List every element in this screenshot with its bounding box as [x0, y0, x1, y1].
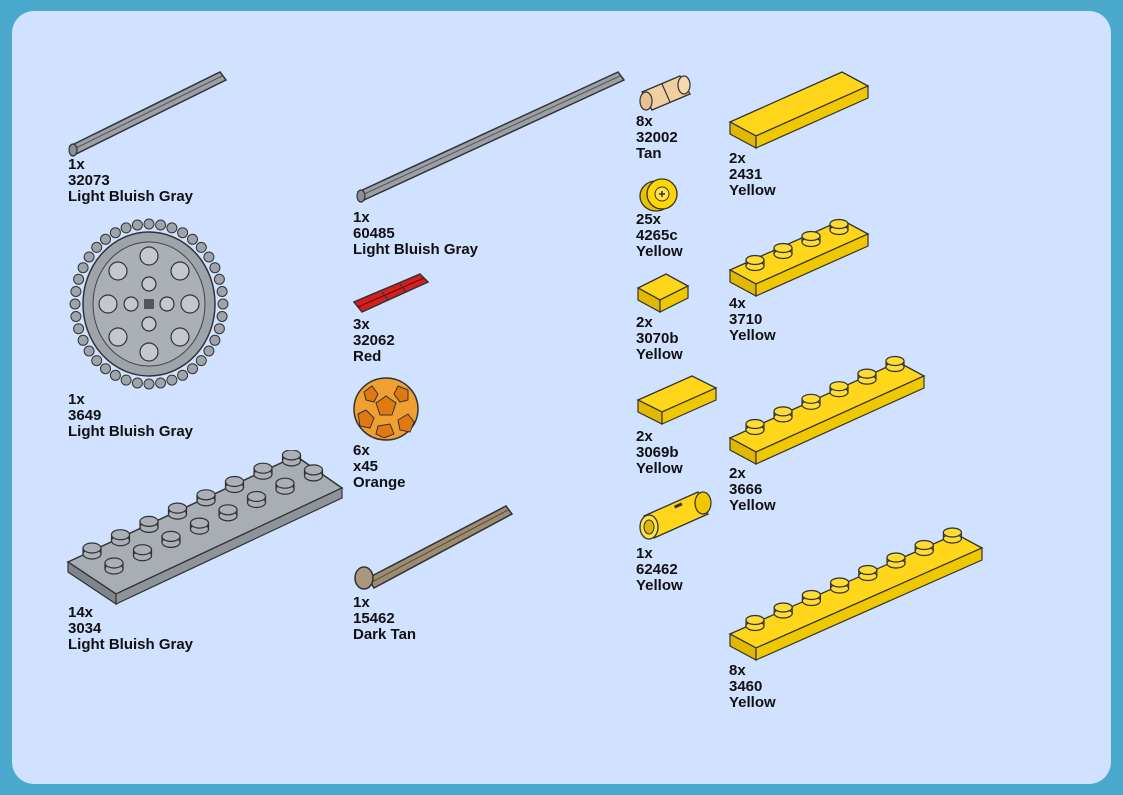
tile-1x2-icon [636, 374, 720, 430]
part-qty: 2x [729, 466, 776, 482]
part-qty: 25x [636, 212, 683, 228]
tile-1x1-icon [636, 272, 692, 316]
part-qty: 2x [636, 429, 683, 445]
plate-1x8-icon [728, 524, 986, 666]
part-code: 15462 [353, 611, 416, 627]
part-color: Light Bluish Gray [68, 424, 193, 440]
plate-1x6-icon [728, 352, 928, 468]
pin-tan-icon [636, 70, 696, 112]
pin-connector-icon [636, 486, 716, 542]
part-code: 32002 [636, 130, 678, 146]
part-color: Yellow [729, 695, 776, 711]
part-code: 3069b [636, 445, 683, 461]
axle-short-icon [62, 66, 232, 161]
part-qty: 14x [68, 605, 193, 621]
part-code: 3070b [636, 331, 683, 347]
part-code: 3034 [68, 621, 193, 637]
part-qty: 1x [353, 210, 478, 226]
part-qty: 6x [353, 443, 406, 459]
part-qty: 1x [353, 595, 416, 611]
tile-1x4-icon [728, 68, 873, 152]
part-code: 3710 [729, 312, 776, 328]
part-code: 32062 [353, 333, 395, 349]
plate-2x8-gray-icon [66, 450, 346, 610]
axle-long-icon [350, 66, 630, 206]
plate-1x4-icon [728, 210, 873, 300]
axle-red-icon [352, 270, 432, 318]
part-code: 60485 [353, 226, 478, 242]
part-color: Yellow [636, 461, 683, 477]
part-color: Yellow [729, 498, 776, 514]
part-color: Red [353, 349, 395, 365]
gear-icon [68, 216, 230, 392]
part-qty: 1x [68, 157, 193, 173]
part-color: Yellow [729, 328, 776, 344]
part-color: Light Bluish Gray [353, 242, 478, 258]
part-color: Yellow [729, 183, 776, 199]
soccer-ball-icon [352, 376, 422, 442]
part-qty: 3x [353, 317, 395, 333]
part-qty: 8x [729, 663, 776, 679]
part-qty: 1x [68, 392, 193, 408]
part-code: 4265c [636, 228, 683, 244]
part-color: Dark Tan [353, 627, 416, 643]
part-qty: 8x [636, 114, 678, 130]
part-color: Yellow [636, 578, 683, 594]
part-qty: 2x [636, 315, 683, 331]
part-qty: 4x [729, 296, 776, 312]
part-qty: 2x [729, 151, 776, 167]
part-code: 2431 [729, 167, 776, 183]
part-color: Light Bluish Gray [68, 189, 193, 205]
part-color: Yellow [636, 347, 683, 363]
part-color: Light Bluish Gray [68, 637, 193, 653]
part-color: Tan [636, 146, 678, 162]
part-code: x45 [353, 459, 406, 475]
part-code: 32073 [68, 173, 193, 189]
part-code: 3460 [729, 679, 776, 695]
part-code: 3666 [729, 482, 776, 498]
axle-with-stop-icon [350, 500, 520, 600]
part-qty: 1x [636, 546, 683, 562]
bush-yellow-icon [636, 176, 682, 214]
part-code: 3649 [68, 408, 193, 424]
part-color: Orange [353, 475, 406, 491]
part-color: Yellow [636, 244, 683, 260]
part-code: 62462 [636, 562, 683, 578]
